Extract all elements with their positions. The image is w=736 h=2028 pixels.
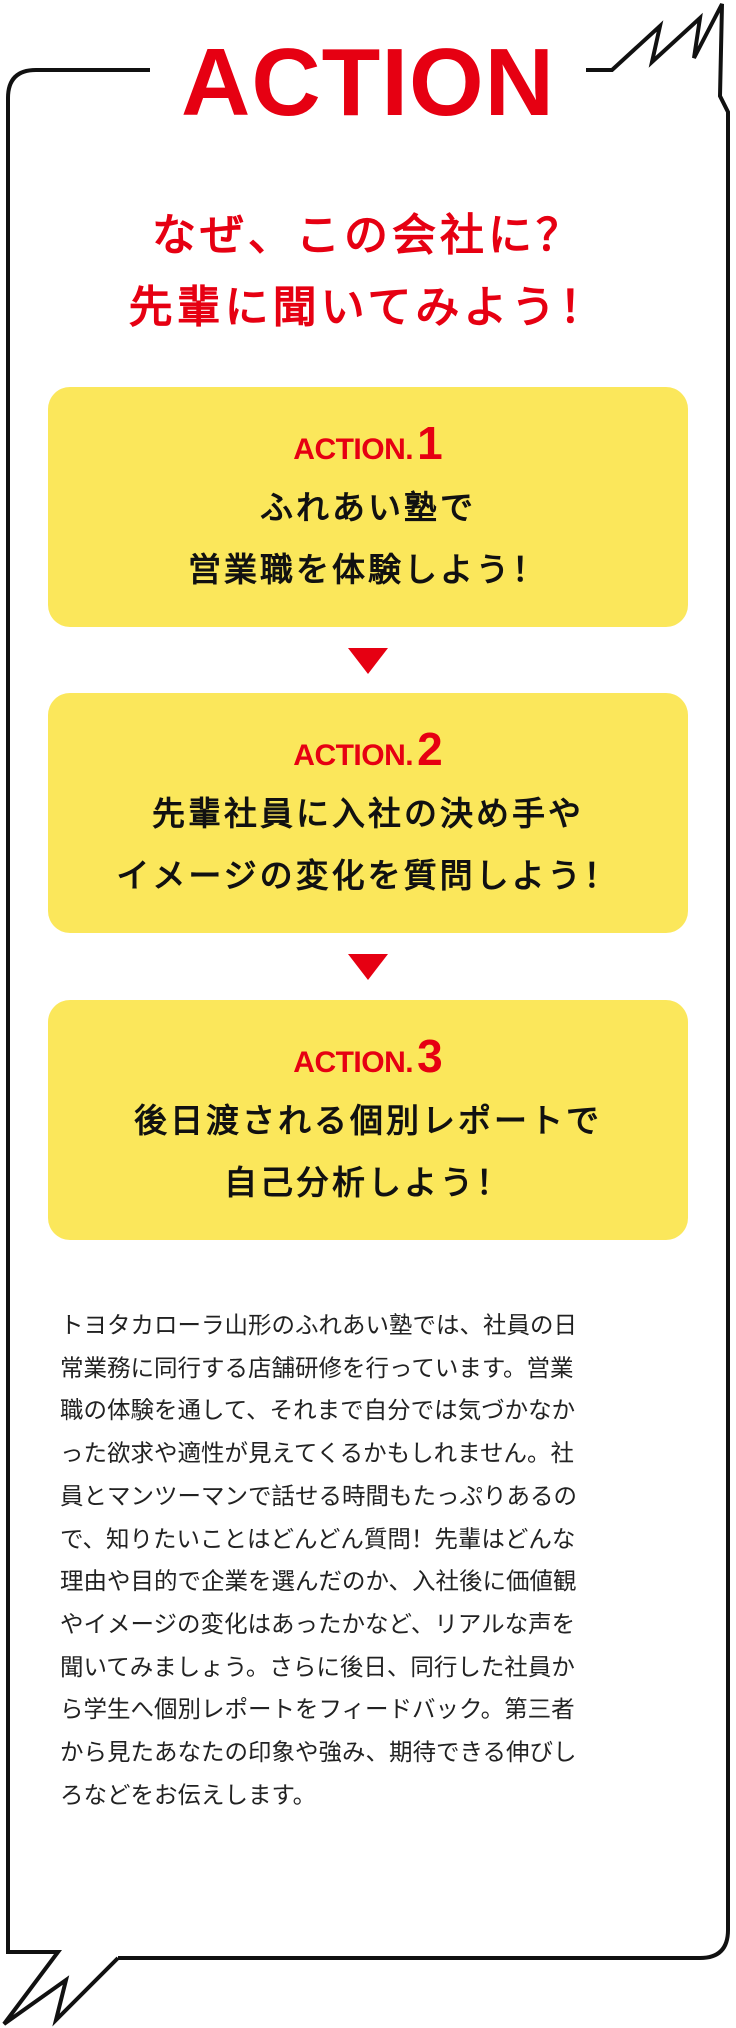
action-text-3: 後日渡される個別レポートで 自己分析しよう！ <box>48 1090 688 1214</box>
down-arrow-icon <box>348 648 388 674</box>
action-card-3: ACTION.3 後日渡される個別レポートで 自己分析しよう！ <box>48 1000 688 1240</box>
description-line: った欲求や適性が見えてくるかもしれません。社 <box>60 1439 574 1468</box>
action-label-word: ACTION. <box>293 739 414 772</box>
action-label-2: ACTION.2 <box>48 721 688 777</box>
action-label-number: 2 <box>417 723 443 775</box>
frame-top-left <box>6 68 150 1884</box>
action-text-line: ふれあい塾で <box>260 488 476 527</box>
action-text-1: ふれあい塾で 営業職を体験しよう！ <box>48 477 688 601</box>
description-line: ろなどをお伝えします。 <box>60 1780 317 1809</box>
description-line: から見たあなたの印象や強み、期待できる伸びし <box>60 1738 577 1767</box>
subheading-line-1: なぜ、この会社に？ <box>152 210 584 261</box>
page-title: ACTION <box>181 29 555 136</box>
action-text-line: イメージの変化を質問しよう！ <box>116 856 620 895</box>
action-card-2: ACTION.2 先輩社員に入社の決め手や イメージの変化を質問しよう！ <box>48 693 688 933</box>
description-line: 理由や目的で企業を選んだのか、入社後に価値観 <box>60 1567 577 1596</box>
action-label-number: 1 <box>417 417 443 469</box>
action-label-number: 3 <box>417 1030 443 1082</box>
action-text-line: 後日渡される個別レポートで <box>134 1101 602 1140</box>
action-label-word: ACTION. <box>293 433 414 466</box>
action-label-3: ACTION.3 <box>48 1028 688 1084</box>
action-label-1: ACTION.1 <box>48 415 688 471</box>
action-text-line: 先輩社員に入社の決め手や <box>152 794 584 833</box>
subheading: なぜ、この会社に？ 先輩に聞いてみよう！ <box>0 200 736 344</box>
description-line: 職の体験を通して、それまで自分では気づかなか <box>60 1396 576 1425</box>
action-text-line: 自己分析しよう！ <box>224 1163 512 1202</box>
action-label-word: ACTION. <box>293 1046 414 1079</box>
frame-bottom-left-zigzag <box>2 1884 120 2027</box>
description-line: 員とマンツーマンで話せる時間もたっぷりあるの <box>60 1481 577 1510</box>
description-line: トヨタカローラ山形のふれあい塾では、社員の日 <box>60 1311 577 1339</box>
description-line: やイメージの変化はあったかなど、リアルな声を <box>60 1609 576 1638</box>
frame-bottom <box>118 1929 730 1960</box>
down-arrow-icon <box>348 954 388 980</box>
description-line: ら学生へ個別レポートをフィードバック。第三者 <box>60 1695 575 1724</box>
description-line: で、知りたいことはどんどん質問！先輩はどんな <box>60 1524 576 1553</box>
frame-top-right-zigzag <box>586 3 730 1930</box>
action-text-2: 先輩社員に入社の決め手や イメージの変化を質問しよう！ <box>48 783 688 907</box>
description-line: 聞いてみましょう。さらに後日、同行した社員か <box>60 1652 575 1681</box>
action-text-line: 営業職を体験しよう！ <box>188 550 548 589</box>
description-line: 常業務に同行する店舗研修を行っています。営業 <box>60 1353 574 1382</box>
subheading-line-2: 先輩に聞いてみよう！ <box>128 282 608 333</box>
action-card-1: ACTION.1 ふれあい塾で 営業職を体験しよう！ <box>48 387 688 627</box>
description-paragraph: トヨタカローラ山形のふれあい塾では、社員の日 常業務に同行する店舗研修を行ってい… <box>60 1304 680 1816</box>
